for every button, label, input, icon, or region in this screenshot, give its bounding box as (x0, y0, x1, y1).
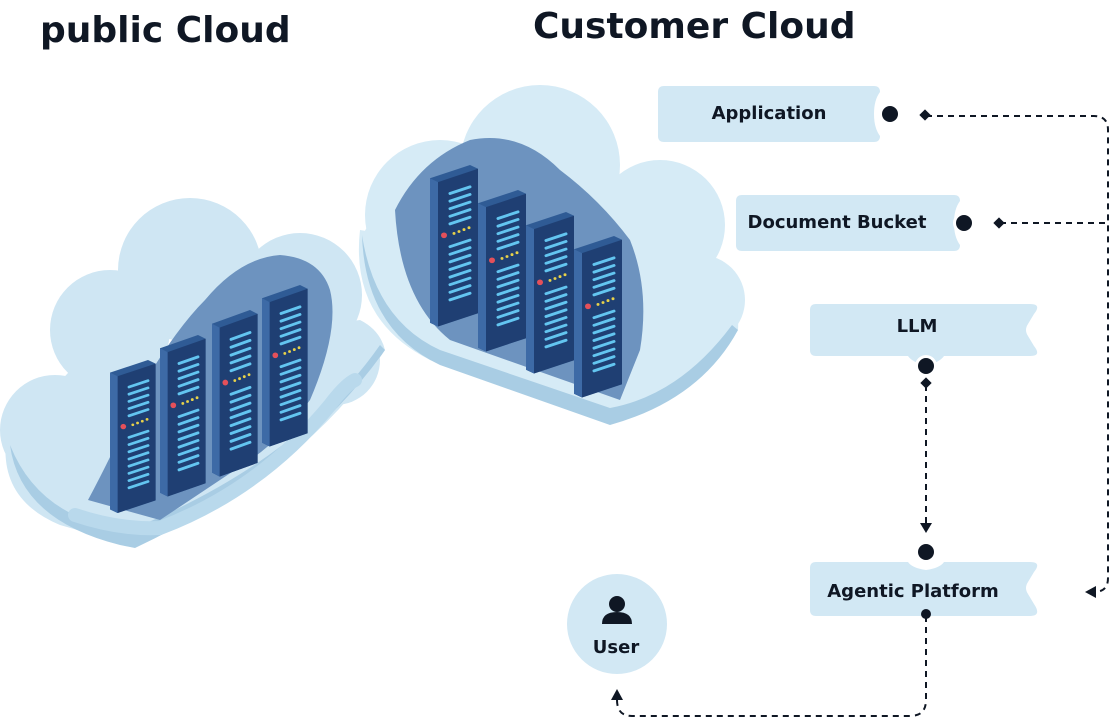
customer-cloud-illustration (358, 85, 745, 425)
document-bucket-label: Document Bucket (747, 212, 927, 233)
diamond-marker (920, 377, 932, 389)
llm-label: LLM (896, 316, 938, 337)
connector-dots (879, 103, 975, 619)
diamond-marker (919, 109, 931, 121)
arrowhead-up-icon (611, 689, 623, 700)
application-label: Application (711, 103, 827, 124)
person-icon (602, 596, 632, 624)
user-label: User (592, 637, 640, 658)
node-document-bucket[interactable] (736, 195, 960, 251)
connector-dot-icon (956, 215, 972, 231)
customer-cloud-heading: Customer Cloud (533, 6, 856, 47)
node-agentic-platform[interactable] (810, 562, 1038, 616)
diamond-marker (993, 217, 1005, 229)
connector-dot-icon (918, 358, 934, 374)
arrowhead-down-icon (920, 523, 932, 533)
public-cloud-illustration (0, 198, 385, 548)
node-llm[interactable] (810, 304, 1038, 366)
connector-dot-icon (921, 609, 931, 619)
connector-platform-to-user (616, 616, 927, 717)
public-cloud-heading: public Cloud (40, 10, 291, 51)
arrowhead-left-icon (1085, 586, 1096, 598)
agentic-platform-label: Agentic Platform (827, 581, 999, 602)
node-application[interactable] (658, 86, 880, 142)
connector-dot-icon (882, 106, 898, 122)
connector-dot-icon (918, 544, 934, 560)
connector-lines (616, 115, 1109, 717)
